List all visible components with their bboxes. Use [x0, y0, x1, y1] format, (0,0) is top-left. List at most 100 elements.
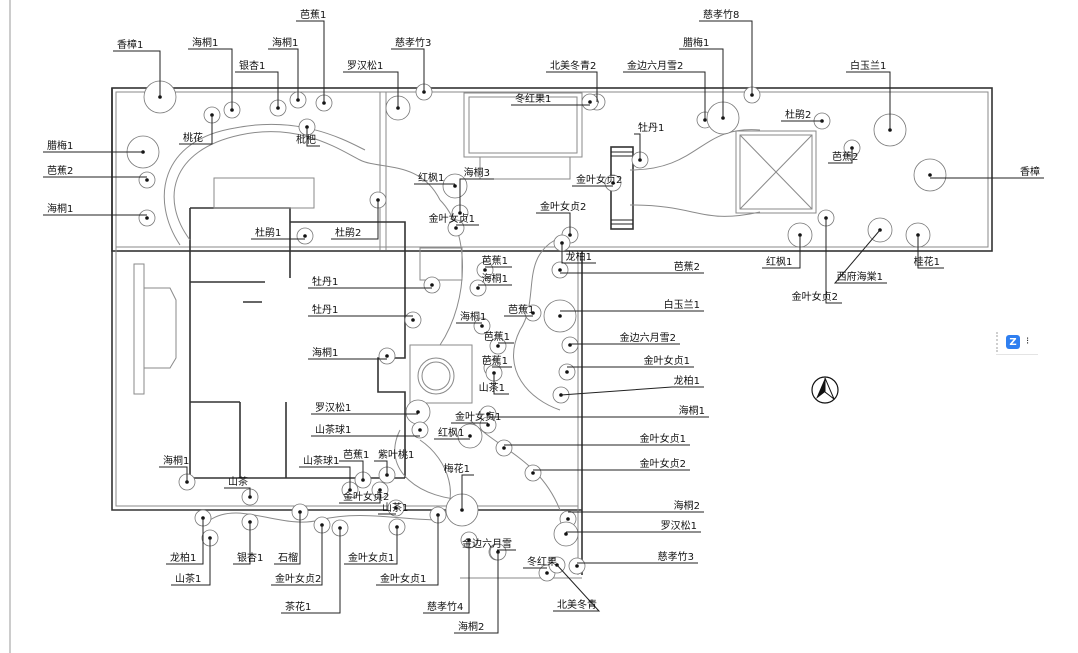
leader-line	[699, 20, 753, 95]
plant-label: 金叶女贞2	[792, 290, 838, 303]
drag-handle[interactable]	[996, 332, 1000, 352]
leader-line	[306, 127, 320, 147]
plant-label: 牡丹1	[312, 275, 338, 288]
plant-label: 山茶	[228, 475, 248, 488]
plant-center-dot	[486, 412, 490, 416]
site-boundary	[111, 87, 993, 579]
plant-center-dot	[575, 564, 579, 568]
plant-center-dot	[588, 100, 592, 104]
leader-line	[339, 460, 364, 480]
plant-center-dot	[502, 446, 506, 450]
more-options-icon[interactable]: ⁝	[1026, 336, 1030, 347]
plant-label: 白玉兰1	[664, 298, 700, 311]
plant-label: 海桐1	[460, 310, 486, 323]
plant-label: 罗汉松1	[347, 59, 383, 72]
plant-label: 红枫1	[438, 426, 464, 439]
plant-label: 山茶1	[175, 572, 201, 585]
plant-center-dot	[303, 234, 307, 238]
plant-label: 牡丹1	[638, 121, 664, 134]
leader-line	[376, 515, 439, 586]
leader-line	[423, 540, 470, 614]
plant-label: 石榴	[278, 551, 298, 564]
leader-line	[546, 71, 598, 102]
plant-center-dot	[411, 318, 415, 322]
plant-label: 红枫1	[766, 255, 792, 268]
plant-label: 金边六月雪2	[627, 59, 683, 72]
plant-center-dot	[496, 344, 500, 348]
plant-center-dot	[928, 173, 932, 177]
left-terrace	[133, 263, 177, 395]
plant-label: 龙柏1	[170, 551, 196, 564]
plant-label: 金叶女贞2	[576, 173, 622, 186]
leader-line	[833, 229, 887, 284]
plant-center-dot	[558, 314, 562, 318]
leader-line	[461, 474, 474, 510]
leader-line	[268, 48, 299, 100]
leader-line	[274, 512, 301, 565]
plant-label: 芭蕉1	[482, 254, 508, 267]
leader-line	[391, 48, 425, 92]
plant-label: 金叶女贞1	[348, 551, 394, 564]
leader-line	[454, 552, 499, 634]
plant-label: 慈孝竹3	[395, 36, 431, 49]
leader-line	[561, 243, 596, 264]
plant-label: 慈孝竹4	[427, 600, 463, 613]
plant-label: 慈孝竹3	[658, 550, 694, 563]
plant-label: 海桐1	[312, 346, 338, 359]
plant-center-dot	[476, 286, 480, 290]
plant-label: 茶花1	[285, 600, 311, 613]
plant-center-dot	[483, 268, 487, 272]
leader-line	[166, 518, 204, 565]
plant-label: 冬红果1	[515, 92, 551, 105]
plant-label: 梅花1	[444, 462, 470, 475]
plant-label: 芭蕉1	[484, 330, 510, 343]
plant-label: 罗汉松1	[315, 401, 351, 414]
leader-line	[344, 527, 398, 565]
leader-lines	[43, 20, 1044, 634]
garden-paths	[163, 123, 761, 523]
leader-line	[553, 564, 601, 612]
leader-line	[634, 133, 641, 160]
leader-line	[235, 71, 279, 108]
leader-line	[233, 522, 251, 565]
plant-label: 海桐1	[163, 454, 189, 467]
leader-line	[224, 487, 251, 497]
plant-label: 罗汉松1	[661, 519, 697, 532]
plant-label: 红枫1	[418, 171, 444, 184]
leader-line	[171, 538, 211, 586]
plant-center-dot	[531, 311, 535, 315]
plant-label: 金边六月雪	[462, 537, 512, 550]
plant-label: 杜鹃2	[335, 226, 361, 239]
plant-label: 金叶女贞1	[455, 410, 501, 423]
z-app-icon[interactable]: Z	[1006, 335, 1020, 349]
plant-label: 香樟1	[117, 38, 143, 51]
leader-line	[623, 71, 706, 120]
plant-center-dot	[486, 423, 490, 427]
plant-label: 桂花1	[914, 255, 940, 268]
plant-label: 海桐1	[679, 404, 705, 417]
leader-line	[299, 466, 351, 490]
leader-line	[271, 525, 323, 586]
plant-label: 冬红果	[527, 555, 557, 568]
plant-label: 金叶女贞1	[644, 354, 690, 367]
plant-label: 北美冬青2	[550, 59, 596, 72]
leader-line	[828, 148, 853, 164]
plant-center-dot	[418, 428, 422, 432]
plant-label: 海桐1	[482, 272, 508, 285]
plant-center-dot	[531, 471, 535, 475]
plant-label: 牡丹1	[312, 303, 338, 316]
plant-label: 慈孝竹8	[703, 8, 739, 21]
plant-label: 银杏1	[237, 551, 263, 564]
leader-line	[825, 218, 842, 304]
leader-line	[459, 178, 494, 213]
plant-label: 白玉兰1	[850, 59, 886, 72]
plant-label: 芭蕉1	[508, 303, 534, 316]
plant-label: 杜鹃2	[785, 108, 811, 121]
leader-line	[493, 373, 509, 395]
plant-label: 海桐2	[674, 499, 700, 512]
leader-line	[846, 71, 891, 130]
plant-label: 金叶女贞1	[380, 572, 426, 585]
plant-label: 海桐1	[192, 36, 218, 49]
leader-line	[331, 200, 379, 240]
plant-center-dot	[394, 506, 398, 510]
